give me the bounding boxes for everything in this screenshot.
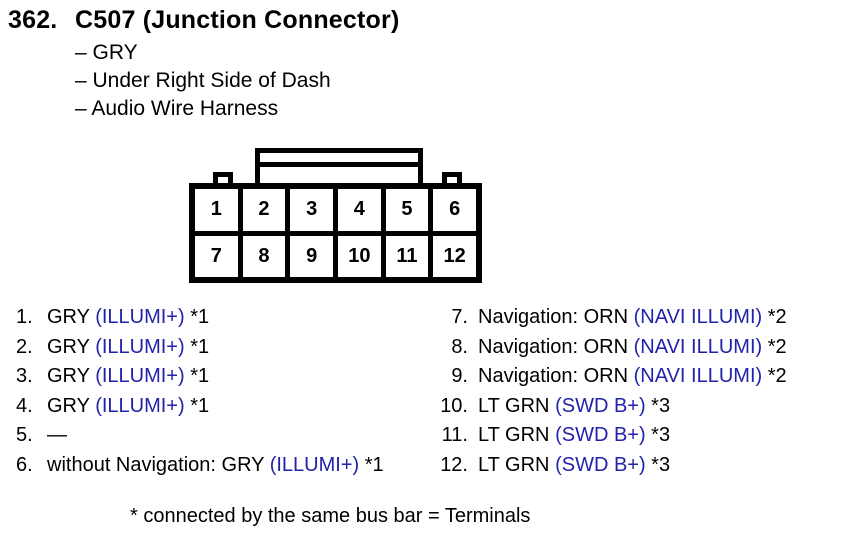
signal-name: (ILLUMI+) (95, 394, 185, 417)
pin-cell-5: 5 (385, 189, 429, 231)
detail-harness: – Audio Wire Harness (75, 97, 279, 120)
pin-number: 1. (16, 306, 33, 329)
pin-row-1: 1. GRY (ILLUMI+) *1 (16, 303, 384, 333)
pin-description: Navigation: ORN (NAVI ILLUMI) *2 (478, 306, 787, 329)
pin-row-3: 3. GRY (ILLUMI+) *1 (16, 362, 384, 392)
pin-description: GRY (ILLUMI+) *1 (47, 365, 210, 388)
pin-cell-7: 7 (195, 235, 238, 277)
pin-number: 3. (16, 365, 33, 388)
signal-name: (SWD B+) (555, 394, 646, 417)
section-number: 362. (8, 6, 58, 34)
signal-name: (ILLUMI+) (95, 306, 185, 329)
pin-row-8: 8. Navigation: ORN (NAVI ILLUMI) *2 (440, 333, 787, 363)
pin-description: LT GRN (SWD B+) *3 (478, 453, 671, 476)
connector-latch-bar (260, 162, 418, 167)
pin-cell-10: 10 (338, 235, 381, 277)
pin-number: 10. (440, 394, 468, 417)
pin-row-2: 2. GRY (ILLUMI+) *1 (16, 333, 384, 363)
signal-name: (ILLUMI+) (95, 335, 185, 358)
pin-number: 7. (451, 306, 468, 329)
pin-row-5: 5. — (16, 421, 384, 451)
pin-cell-9: 9 (290, 235, 333, 277)
signal-name: (ILLUMI+) (95, 365, 185, 388)
pin-description: LT GRN (SWD B+) *3 (478, 394, 671, 417)
connector-title: C507 (Junction Connector) (75, 6, 400, 34)
pin-number: 4. (16, 394, 33, 417)
signal-name: (NAVI ILLUMI) (633, 306, 763, 329)
pin-cell-4: 4 (338, 189, 381, 231)
pin-description: without Navigation: GRY (ILLUMI+) *1 (47, 453, 384, 476)
page-title: 362. C507 (Junction Connector) (8, 6, 399, 35)
signal-name: (NAVI ILLUMI) (633, 335, 763, 358)
pin-number: 6. (16, 453, 33, 476)
pin-number: 8. (451, 335, 468, 358)
pin-list-right: 7. Navigation: ORN (NAVI ILLUMI) *2 8. N… (440, 303, 787, 481)
pin-description: GRY (ILLUMI+) *1 (47, 394, 210, 417)
pin-description: Navigation: ORN (NAVI ILLUMI) *2 (478, 335, 787, 358)
signal-name: (ILLUMI+) (269, 453, 360, 476)
signal-name: (NAVI ILLUMI) (633, 365, 763, 388)
connector-details: – GRY – Under Right Side of Dash – Audio… (75, 39, 331, 123)
pin-row-10: 10. LT GRN (SWD B+) *3 (440, 392, 787, 422)
pin-number: 11. (441, 424, 468, 447)
pin-number: 12. (440, 453, 468, 476)
pin-row-11: 11. LT GRN (SWD B+) *3 (440, 421, 787, 451)
pin-cell-1: 1 (195, 189, 238, 231)
pin-row-6: 6. without Navigation: GRY (ILLUMI+) *1 (16, 451, 384, 481)
pin-cell-2: 2 (242, 189, 286, 231)
signal-name: (SWD B+) (555, 424, 646, 447)
pin-cell-11: 11 (385, 235, 429, 277)
connector-latch (255, 148, 423, 183)
detail-location: – Under Right Side of Dash (75, 69, 331, 92)
connector-bump-left (213, 172, 233, 184)
pin-number: 2. (16, 335, 33, 358)
connector-diagram: 1 2 3 4 5 6 7 8 9 10 11 12 (189, 183, 482, 283)
pin-description: — (47, 424, 67, 447)
pin-cell-8: 8 (242, 235, 286, 277)
pin-row-7: 7. Navigation: ORN (NAVI ILLUMI) *2 (440, 303, 787, 333)
pin-row-4: 4. GRY (ILLUMI+) *1 (16, 392, 384, 422)
pin-cell-12: 12 (433, 235, 476, 277)
connector-bump-right (442, 172, 462, 184)
pin-cell-3: 3 (290, 189, 333, 231)
pin-number: 5. (16, 424, 33, 447)
pin-description: GRY (ILLUMI+) *1 (47, 335, 210, 358)
pin-row-12: 12. LT GRN (SWD B+) *3 (440, 451, 787, 481)
pin-description: Navigation: ORN (NAVI ILLUMI) *2 (478, 365, 787, 388)
pin-description: LT GRN (SWD B+) *3 (478, 424, 671, 447)
pin-row-9: 9. Navigation: ORN (NAVI ILLUMI) *2 (440, 362, 787, 392)
pin-description: GRY (ILLUMI+) *1 (47, 306, 210, 329)
detail-color: – GRY (75, 41, 138, 64)
bus-bar-footnote: * connected by the same bus bar = Termin… (130, 505, 531, 527)
pin-cell-6: 6 (433, 189, 476, 231)
pin-number: 9. (451, 365, 468, 388)
pin-list-left: 1. GRY (ILLUMI+) *1 2. GRY (ILLUMI+) *1 … (16, 303, 384, 480)
signal-name: (SWD B+) (555, 453, 646, 476)
